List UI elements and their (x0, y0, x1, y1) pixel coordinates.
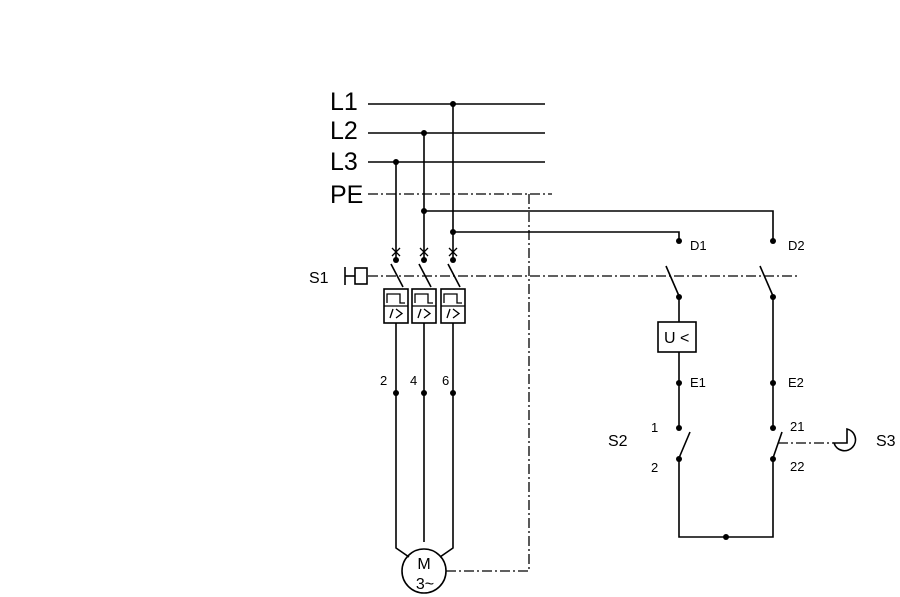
label-s3-top: 21 (790, 419, 804, 434)
label-s3: S3 (876, 433, 896, 450)
terminal-6-dot (450, 390, 456, 396)
label-s2-top: 1 (651, 420, 658, 435)
label-l3: L3 (330, 148, 358, 176)
feed-wire-d1 (453, 231, 680, 241)
thermal-trip-blocks (383, 288, 466, 324)
pe-wire (446, 194, 530, 572)
terminal-2-dot (393, 390, 399, 396)
relay-label-lt: < (680, 330, 689, 347)
label-s2-bot: 2 (651, 460, 658, 475)
d2-contact-blade (759, 265, 774, 297)
label-d2: D2 (788, 238, 805, 253)
undervoltage-relay-box (657, 321, 697, 353)
s3-switch-blade (772, 431, 783, 459)
label-s3-bot: 22 (790, 459, 804, 474)
label-terminal-2: 2 (380, 373, 387, 388)
s3-emergency-stop-icon (832, 427, 857, 452)
feed-wire-d2 (424, 210, 774, 241)
motor-label-m: M (417, 556, 430, 573)
motor-lead-2 (395, 542, 410, 558)
motor-lead-6 (439, 542, 454, 558)
label-terminal-4: 4 (410, 373, 417, 388)
breaker-contact-marks (391, 247, 458, 257)
label-e2: E2 (788, 375, 804, 390)
label-pe: PE (330, 181, 363, 209)
s3-top-dot (770, 425, 776, 431)
relay-label-u: U (664, 330, 676, 347)
e2-terminal-dot (770, 380, 776, 386)
s1-pushbutton-icon (344, 267, 368, 285)
label-d1: D1 (690, 238, 707, 253)
return-junction-dot (723, 534, 729, 540)
control-return-wire (678, 459, 774, 538)
d2-terminal-dot (770, 238, 776, 244)
breaker-terminal-5 (450, 257, 456, 263)
e1-terminal-dot (676, 380, 682, 386)
label-e1: E1 (690, 375, 706, 390)
d1-terminal-dot (676, 238, 682, 244)
terminal-4-dot (421, 390, 427, 396)
motor-label-phase: 3~ (416, 576, 434, 593)
s2-top-dot (676, 425, 682, 431)
breaker-terminal-1 (393, 257, 399, 263)
label-terminal-6: 6 (442, 373, 449, 388)
s2-switch-blade (678, 431, 691, 459)
label-s1: S1 (309, 270, 329, 287)
breaker-blade-1 (390, 263, 404, 288)
breaker-terminal-3 (421, 257, 427, 263)
label-s2: S2 (608, 433, 628, 450)
d1-contact-blade (665, 265, 680, 297)
label-l1: L1 (330, 88, 358, 116)
label-l2: L2 (330, 117, 358, 145)
